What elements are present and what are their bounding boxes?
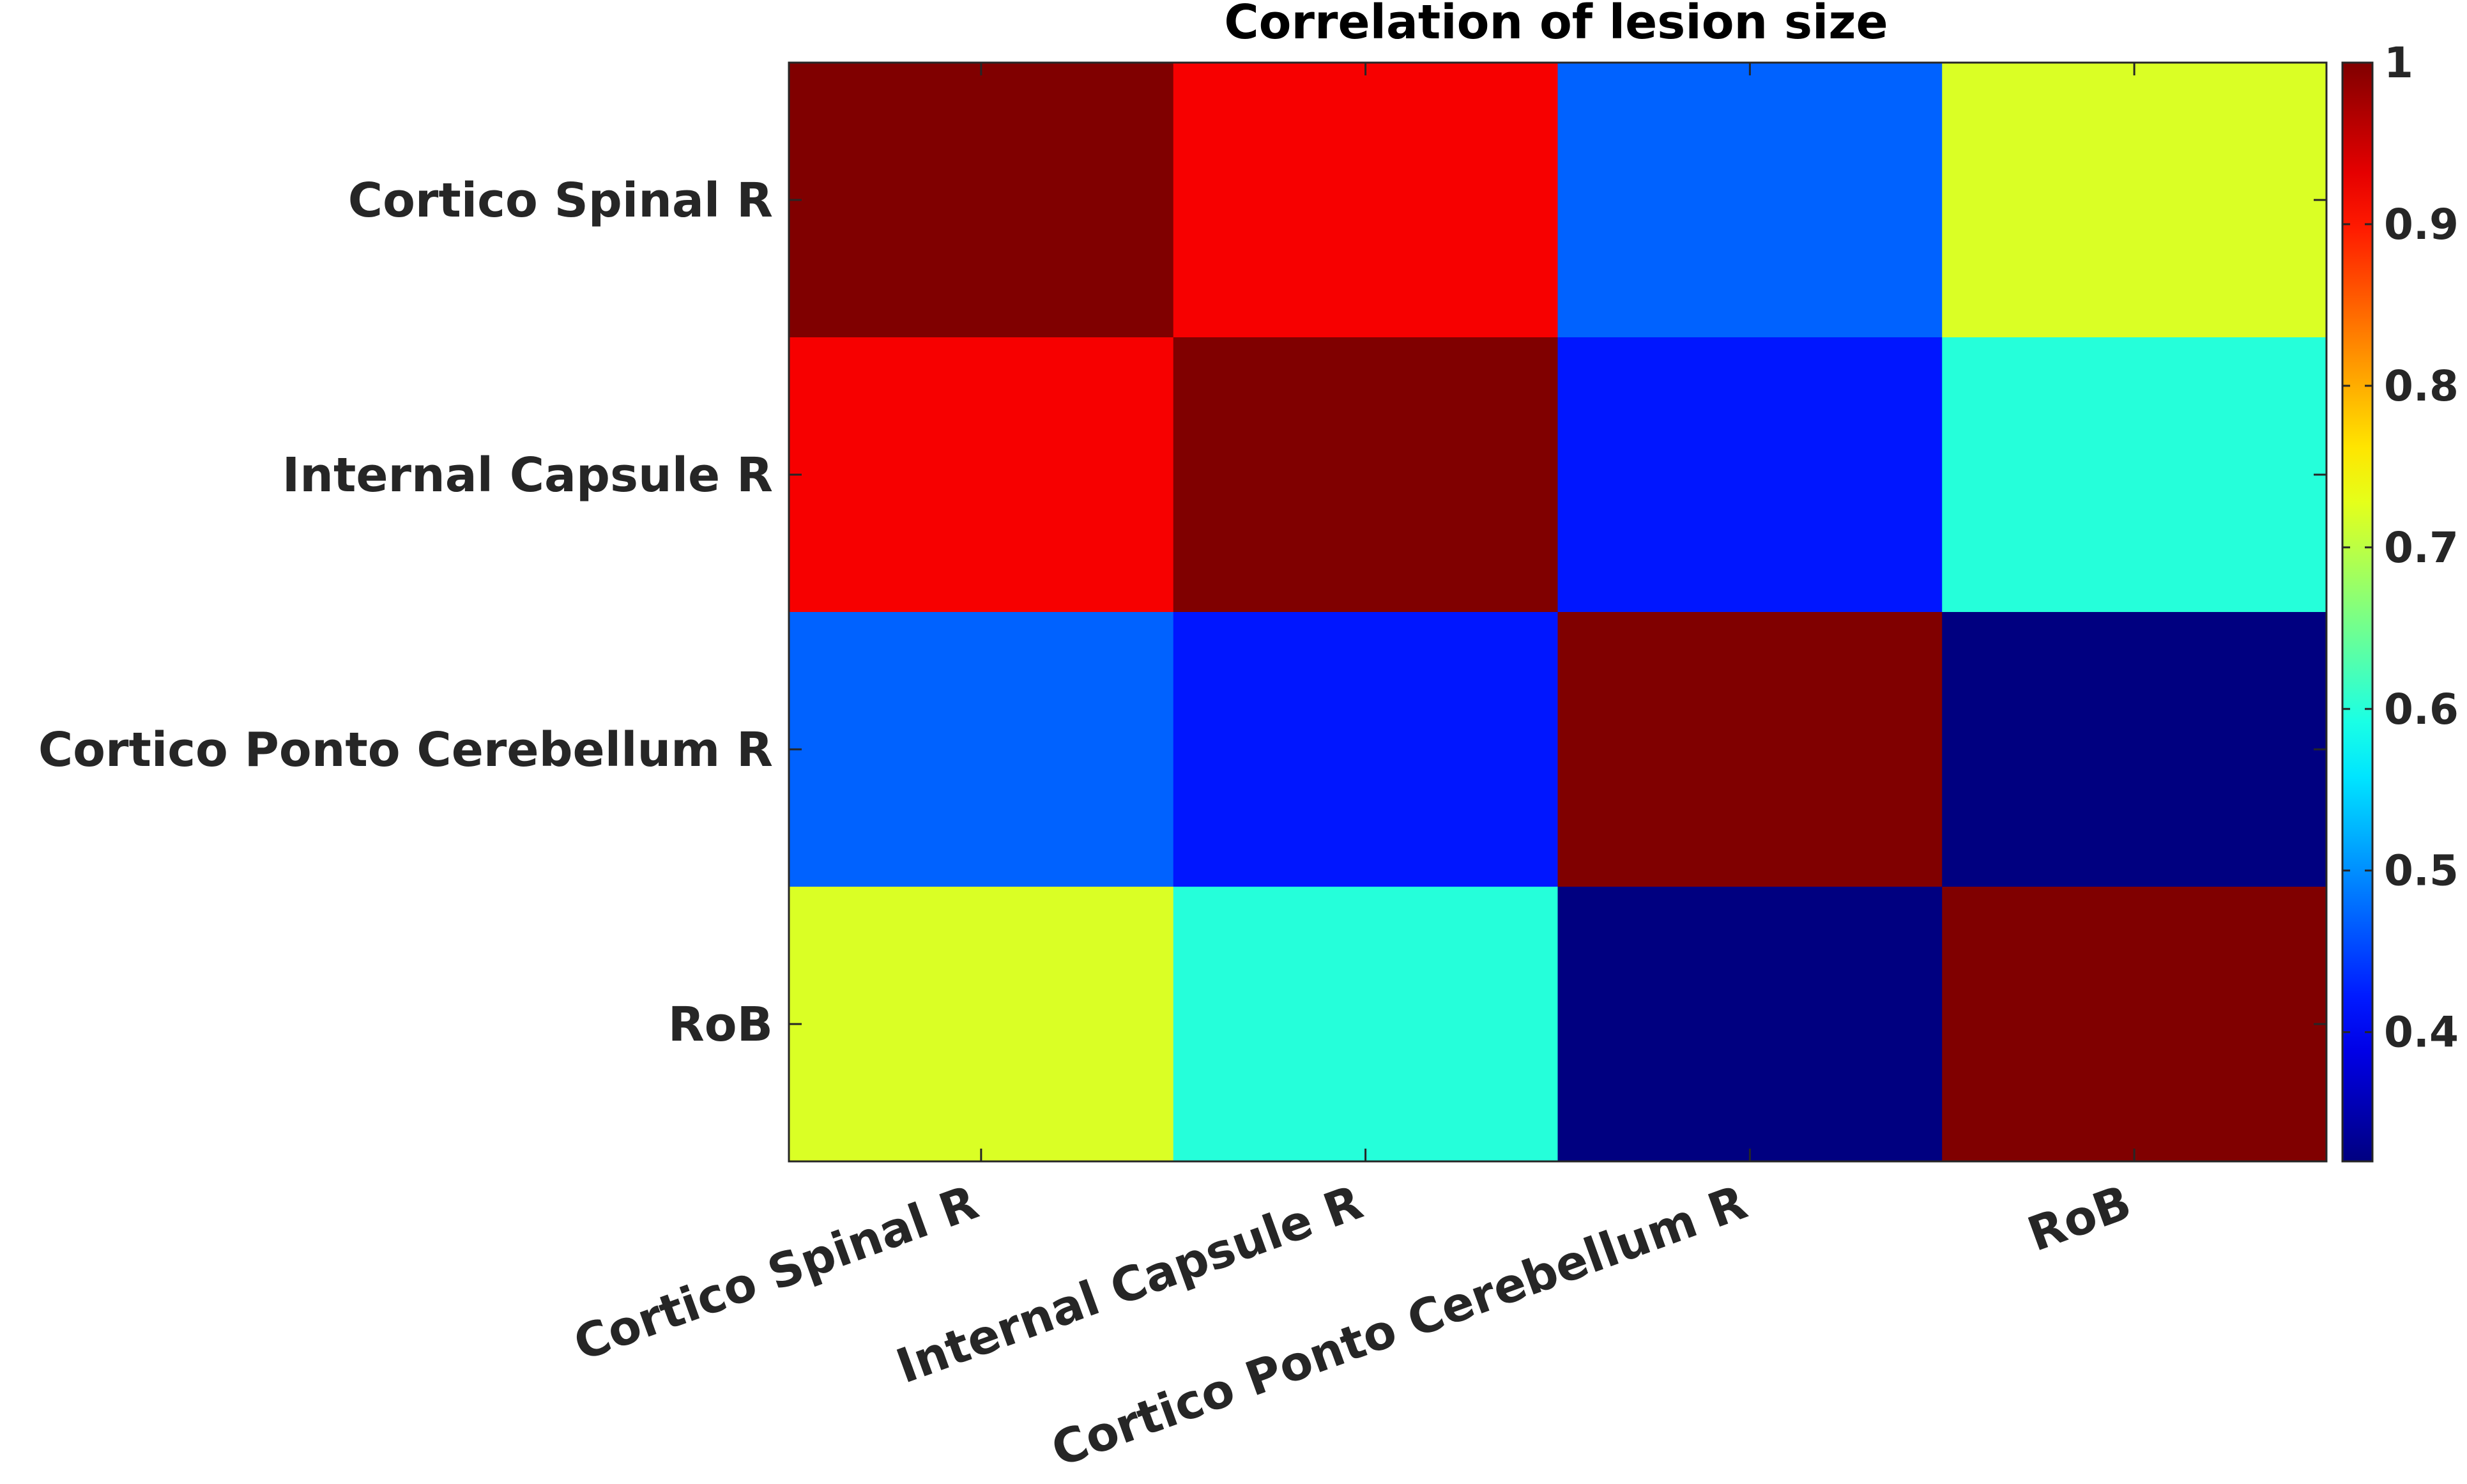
row-labels: Cortico Spinal R Internal Capsule R Cortic… [38, 173, 773, 1052]
row-label: Cortico Ponto Cerebellum R [38, 723, 773, 777]
heatmap-cell [789, 337, 1174, 613]
heatmap-cell [1173, 337, 1558, 613]
heatmap-cell [1173, 887, 1558, 1162]
heatmap-cell [1942, 63, 2327, 338]
colorbar-label: 0.9 [2384, 200, 2459, 249]
row-label: RoB [668, 997, 773, 1052]
row-label: Internal Capsule R [282, 448, 773, 503]
colorbar-label: 0.7 [2384, 523, 2459, 572]
colorbar: 0.4 0.5 0.6 0.7 0.8 0.9 1 [2341, 38, 2459, 1163]
heatmap-cell [1557, 63, 1943, 338]
colorbar-label: 0.5 [2384, 846, 2459, 896]
colorbar-label: 0.6 [2384, 685, 2459, 734]
colorbar-label: 0.8 [2384, 362, 2459, 411]
heatmap-cell [1557, 612, 1943, 887]
colorbar-label: 1 [2384, 38, 2413, 88]
axis-ticks [789, 63, 2326, 1161]
heatmap-cell [1557, 337, 1943, 613]
row-label: Cortico Spinal R [348, 173, 773, 228]
heatmap-cell [789, 612, 1174, 887]
heatmap-cell [1557, 887, 1943, 1162]
heatmap-cell [1173, 63, 1558, 338]
column-label: RoB [2021, 1175, 2139, 1262]
heatmap-cell [789, 887, 1174, 1162]
heatmap-cell [789, 63, 1174, 338]
colorbar-gradient [2341, 61, 2374, 1163]
chart-title: Correlation of lesion size [1224, 0, 1888, 50]
colorbar-label: 0.4 [2384, 1008, 2459, 1057]
plot-frame [788, 61, 2328, 1163]
column-label: Cortico Ponto Cerebellum R [1044, 1175, 1753, 1478]
heatmap-cells [789, 63, 2327, 1162]
heatmap-cell [1942, 887, 2327, 1162]
heatmap-cell [1173, 612, 1558, 887]
heatmap-cell [1942, 612, 2327, 887]
heatmap-cell [1942, 337, 2327, 613]
